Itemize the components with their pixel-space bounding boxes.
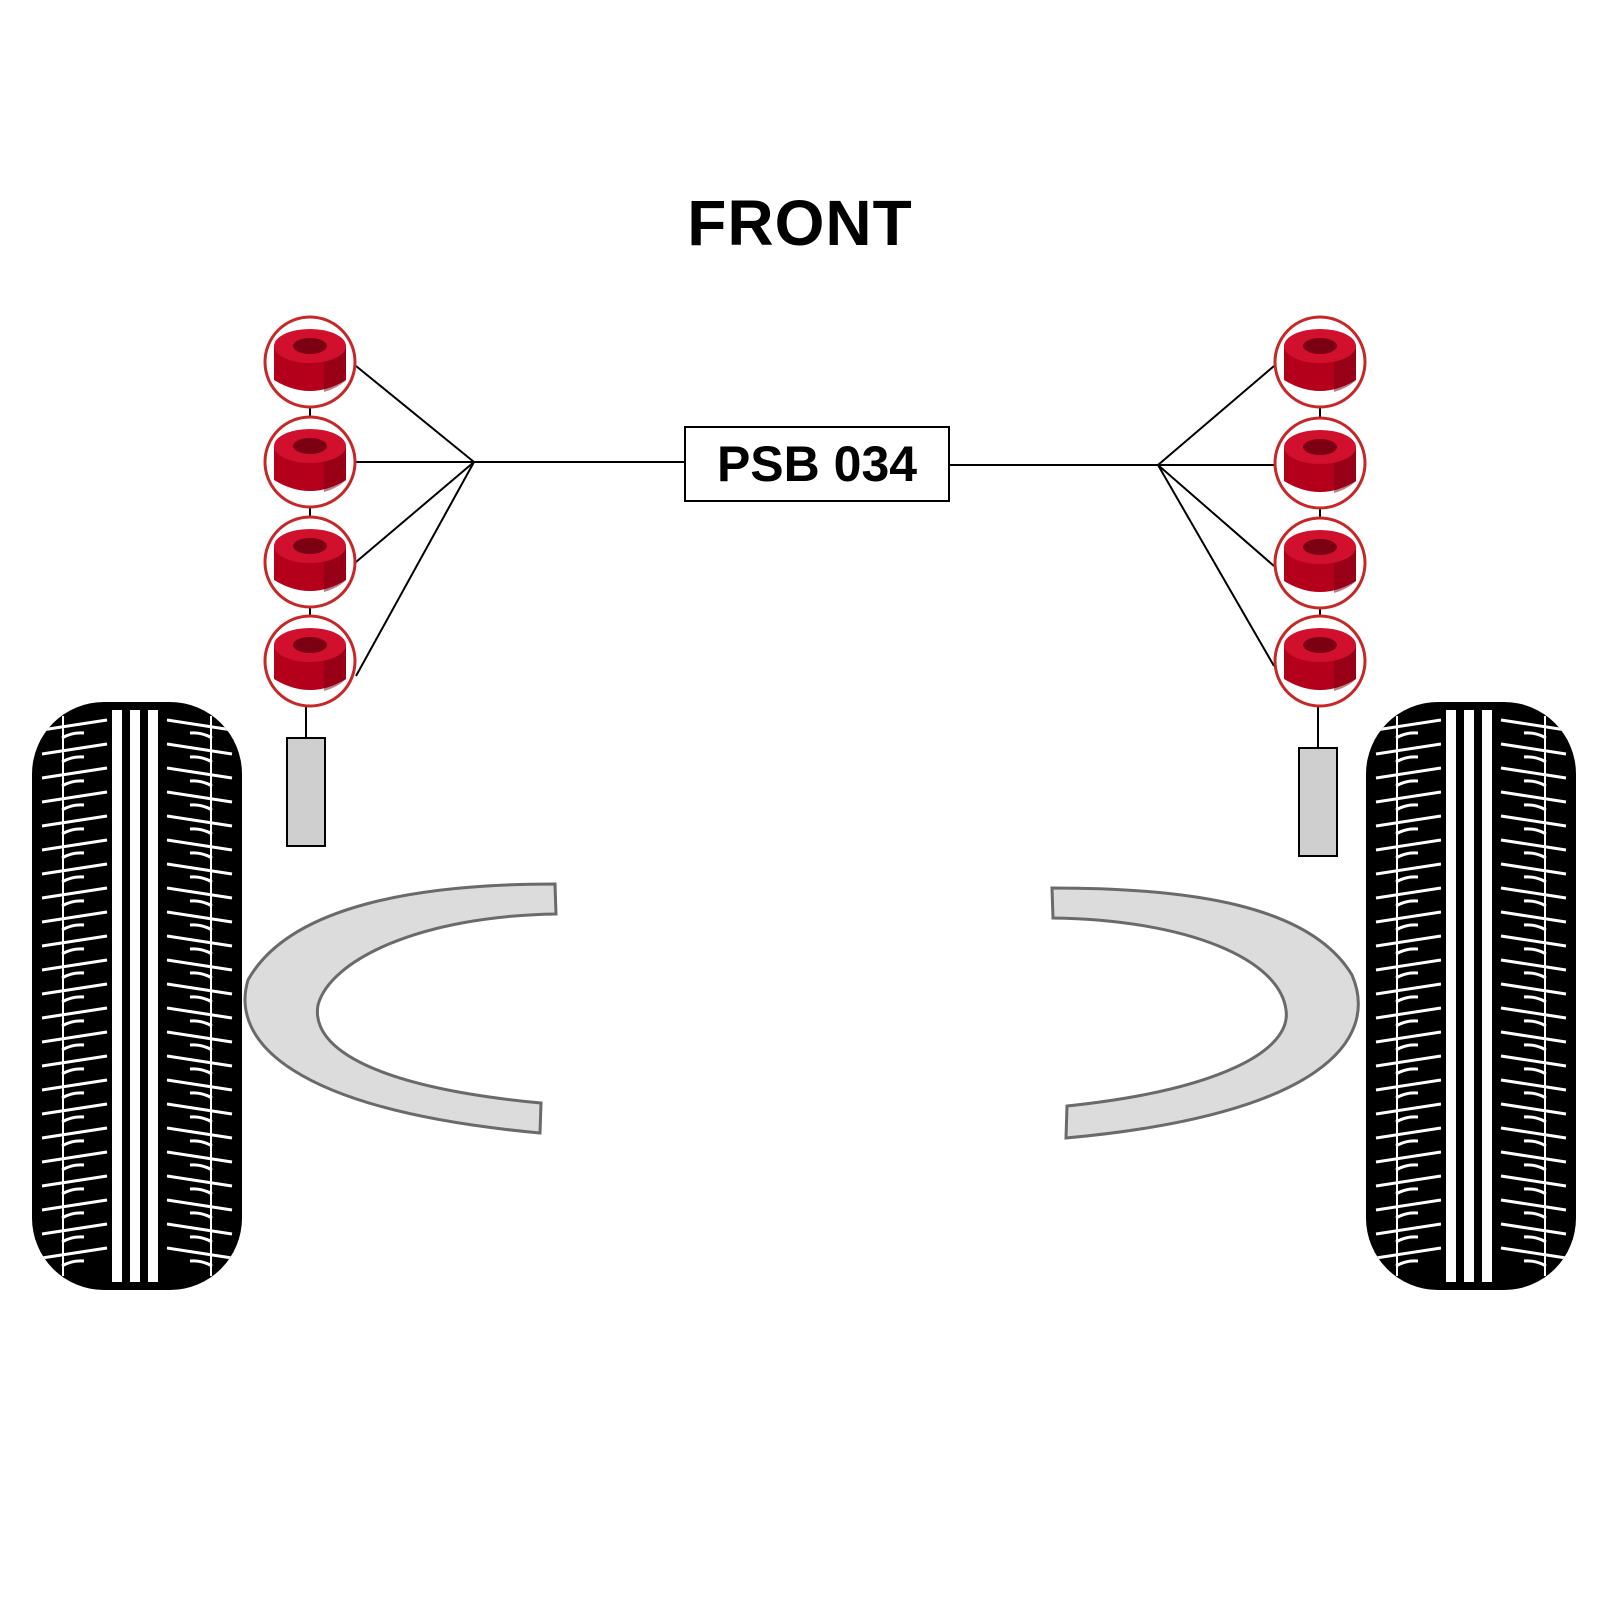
right-tyre [1366,702,1576,1290]
bush-icon [263,315,357,409]
part-number-label: PSB 034 [684,426,950,502]
bush-icon [263,614,357,708]
right-bush-stack [1273,315,1367,708]
left-link-block [286,737,326,847]
left-bush-stack [263,315,357,708]
right-arch-panel [1050,886,1360,1140]
right-leader-lines [950,365,1275,667]
bush-icon [1273,614,1367,708]
right-link-block [1298,747,1338,857]
left-tyre [32,702,242,1290]
bush-icon [263,415,357,509]
left-arch-panel [243,882,558,1135]
bush-icon [1273,516,1367,610]
bush-icon [1273,315,1367,409]
bush-icon [263,515,357,609]
left-leader-lines [355,365,686,677]
page-title: FRONT [687,187,913,259]
bush-icon [1273,416,1367,510]
